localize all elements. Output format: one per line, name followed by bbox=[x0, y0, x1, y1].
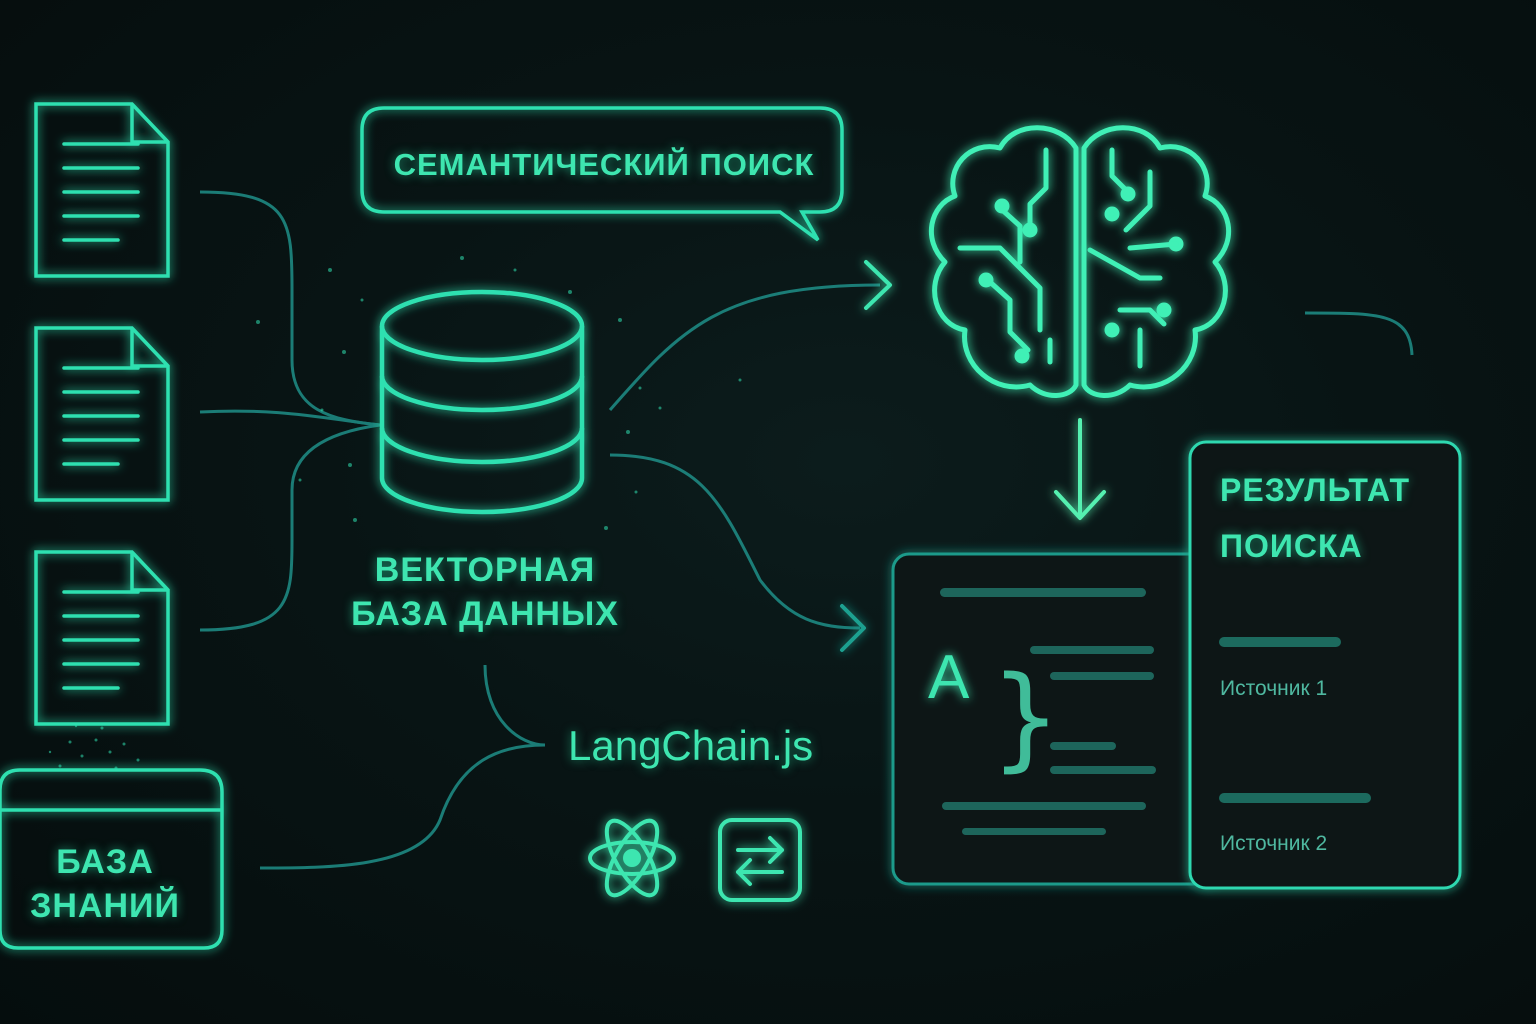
editor-lines bbox=[940, 588, 1156, 835]
vector-db-label: ВЕКТОРНАЯ БАЗА ДАННЫХ bbox=[330, 548, 640, 636]
result-bars bbox=[1219, 571, 1433, 803]
documents bbox=[34, 102, 170, 726]
arrow-to-editor-icon bbox=[840, 604, 866, 652]
result-title: РЕЗУЛЬТАТ ПОИСКА bbox=[1220, 462, 1450, 574]
right-edge-line bbox=[1304, 311, 1414, 356]
result-panel bbox=[1188, 440, 1462, 890]
vector-db-label-line2: БАЗА ДАННЫХ bbox=[351, 595, 619, 633]
arrow-to-brain-icon bbox=[864, 260, 892, 310]
source-2-label: Источник 2 bbox=[1220, 832, 1328, 855]
db-to-brain-line bbox=[608, 283, 881, 411]
knowledge-base-label: БАЗА ЗНАНИЙ bbox=[10, 840, 200, 928]
source-1-label: Источник 1 bbox=[1220, 677, 1328, 700]
particle-dots bbox=[48, 256, 742, 772]
arrowheads bbox=[840, 260, 1106, 652]
db-to-editor-line bbox=[609, 453, 861, 630]
doc1-to-db-line bbox=[199, 190, 381, 427]
kb-to-langchain-line bbox=[259, 743, 546, 870]
vector-db-label-line1: ВЕКТОРНАЯ bbox=[374, 551, 596, 589]
knowledge-base-label-line1: БАЗА bbox=[56, 843, 154, 881]
db-to-langchain-line bbox=[483, 664, 546, 747]
brain-circuit-icon bbox=[928, 125, 1232, 398]
knowledge-base-label-line2: ЗНАНИЙ bbox=[30, 887, 180, 925]
document-icon bbox=[34, 326, 170, 502]
result-title-line1: РЕЗУЛЬТАТ bbox=[1220, 472, 1411, 508]
database-icon bbox=[379, 289, 585, 515]
result-title-line2: ПОИСКА bbox=[1220, 528, 1363, 564]
folder-icon bbox=[0, 768, 224, 950]
doc3-to-db-line bbox=[199, 423, 381, 632]
langchain-label: LangChain.js bbox=[568, 722, 814, 769]
brace-glyph: } bbox=[990, 653, 1061, 783]
react-atom-icon bbox=[588, 818, 676, 898]
document-icon bbox=[34, 550, 170, 726]
connector-lines bbox=[199, 190, 1414, 870]
brain-down-arrowhead-icon bbox=[1054, 490, 1106, 520]
editor-panel: A } bbox=[891, 552, 1225, 886]
exchange-arrows-icon bbox=[718, 818, 802, 902]
semantic-search-label: СЕМАНТИЧЕСКИЙ ПОИСК bbox=[393, 147, 815, 182]
speech-bubble-icon bbox=[360, 106, 844, 242]
doc2-to-db-line bbox=[199, 409, 381, 427]
document-icon bbox=[34, 102, 170, 278]
ai-text-icon: A bbox=[928, 643, 970, 712]
